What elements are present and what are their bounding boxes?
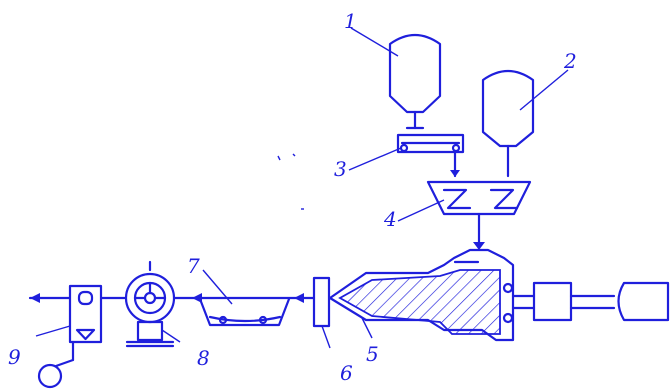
screw-mixer-4 (426, 180, 532, 250)
cutter-9 (37, 284, 103, 389)
callout-labels: 1 2 3 4 5 6 7 8 9 (8, 9, 577, 385)
label-7: 7 (187, 254, 200, 278)
label-2: 2 (563, 49, 577, 73)
label-3: 3 (334, 157, 347, 181)
label-8: 8 (197, 346, 210, 370)
leader-lines (35, 27, 569, 349)
belt-feeder-3 (396, 133, 465, 178)
label-1: 1 (344, 9, 357, 33)
extruder-5 (328, 248, 515, 342)
label-5: 5 (366, 342, 379, 366)
label-9: 9 (8, 345, 21, 369)
hopper-1 (388, 33, 442, 130)
stray-marks (277, 153, 304, 210)
label-6: 6 (340, 361, 353, 385)
die-head-6 (312, 276, 331, 328)
cooling-bath-7 (198, 297, 291, 327)
hopper-2 (481, 69, 535, 178)
haul-off-8 (124, 260, 176, 348)
extruder-drive (511, 281, 670, 322)
label-4: 4 (383, 207, 397, 231)
